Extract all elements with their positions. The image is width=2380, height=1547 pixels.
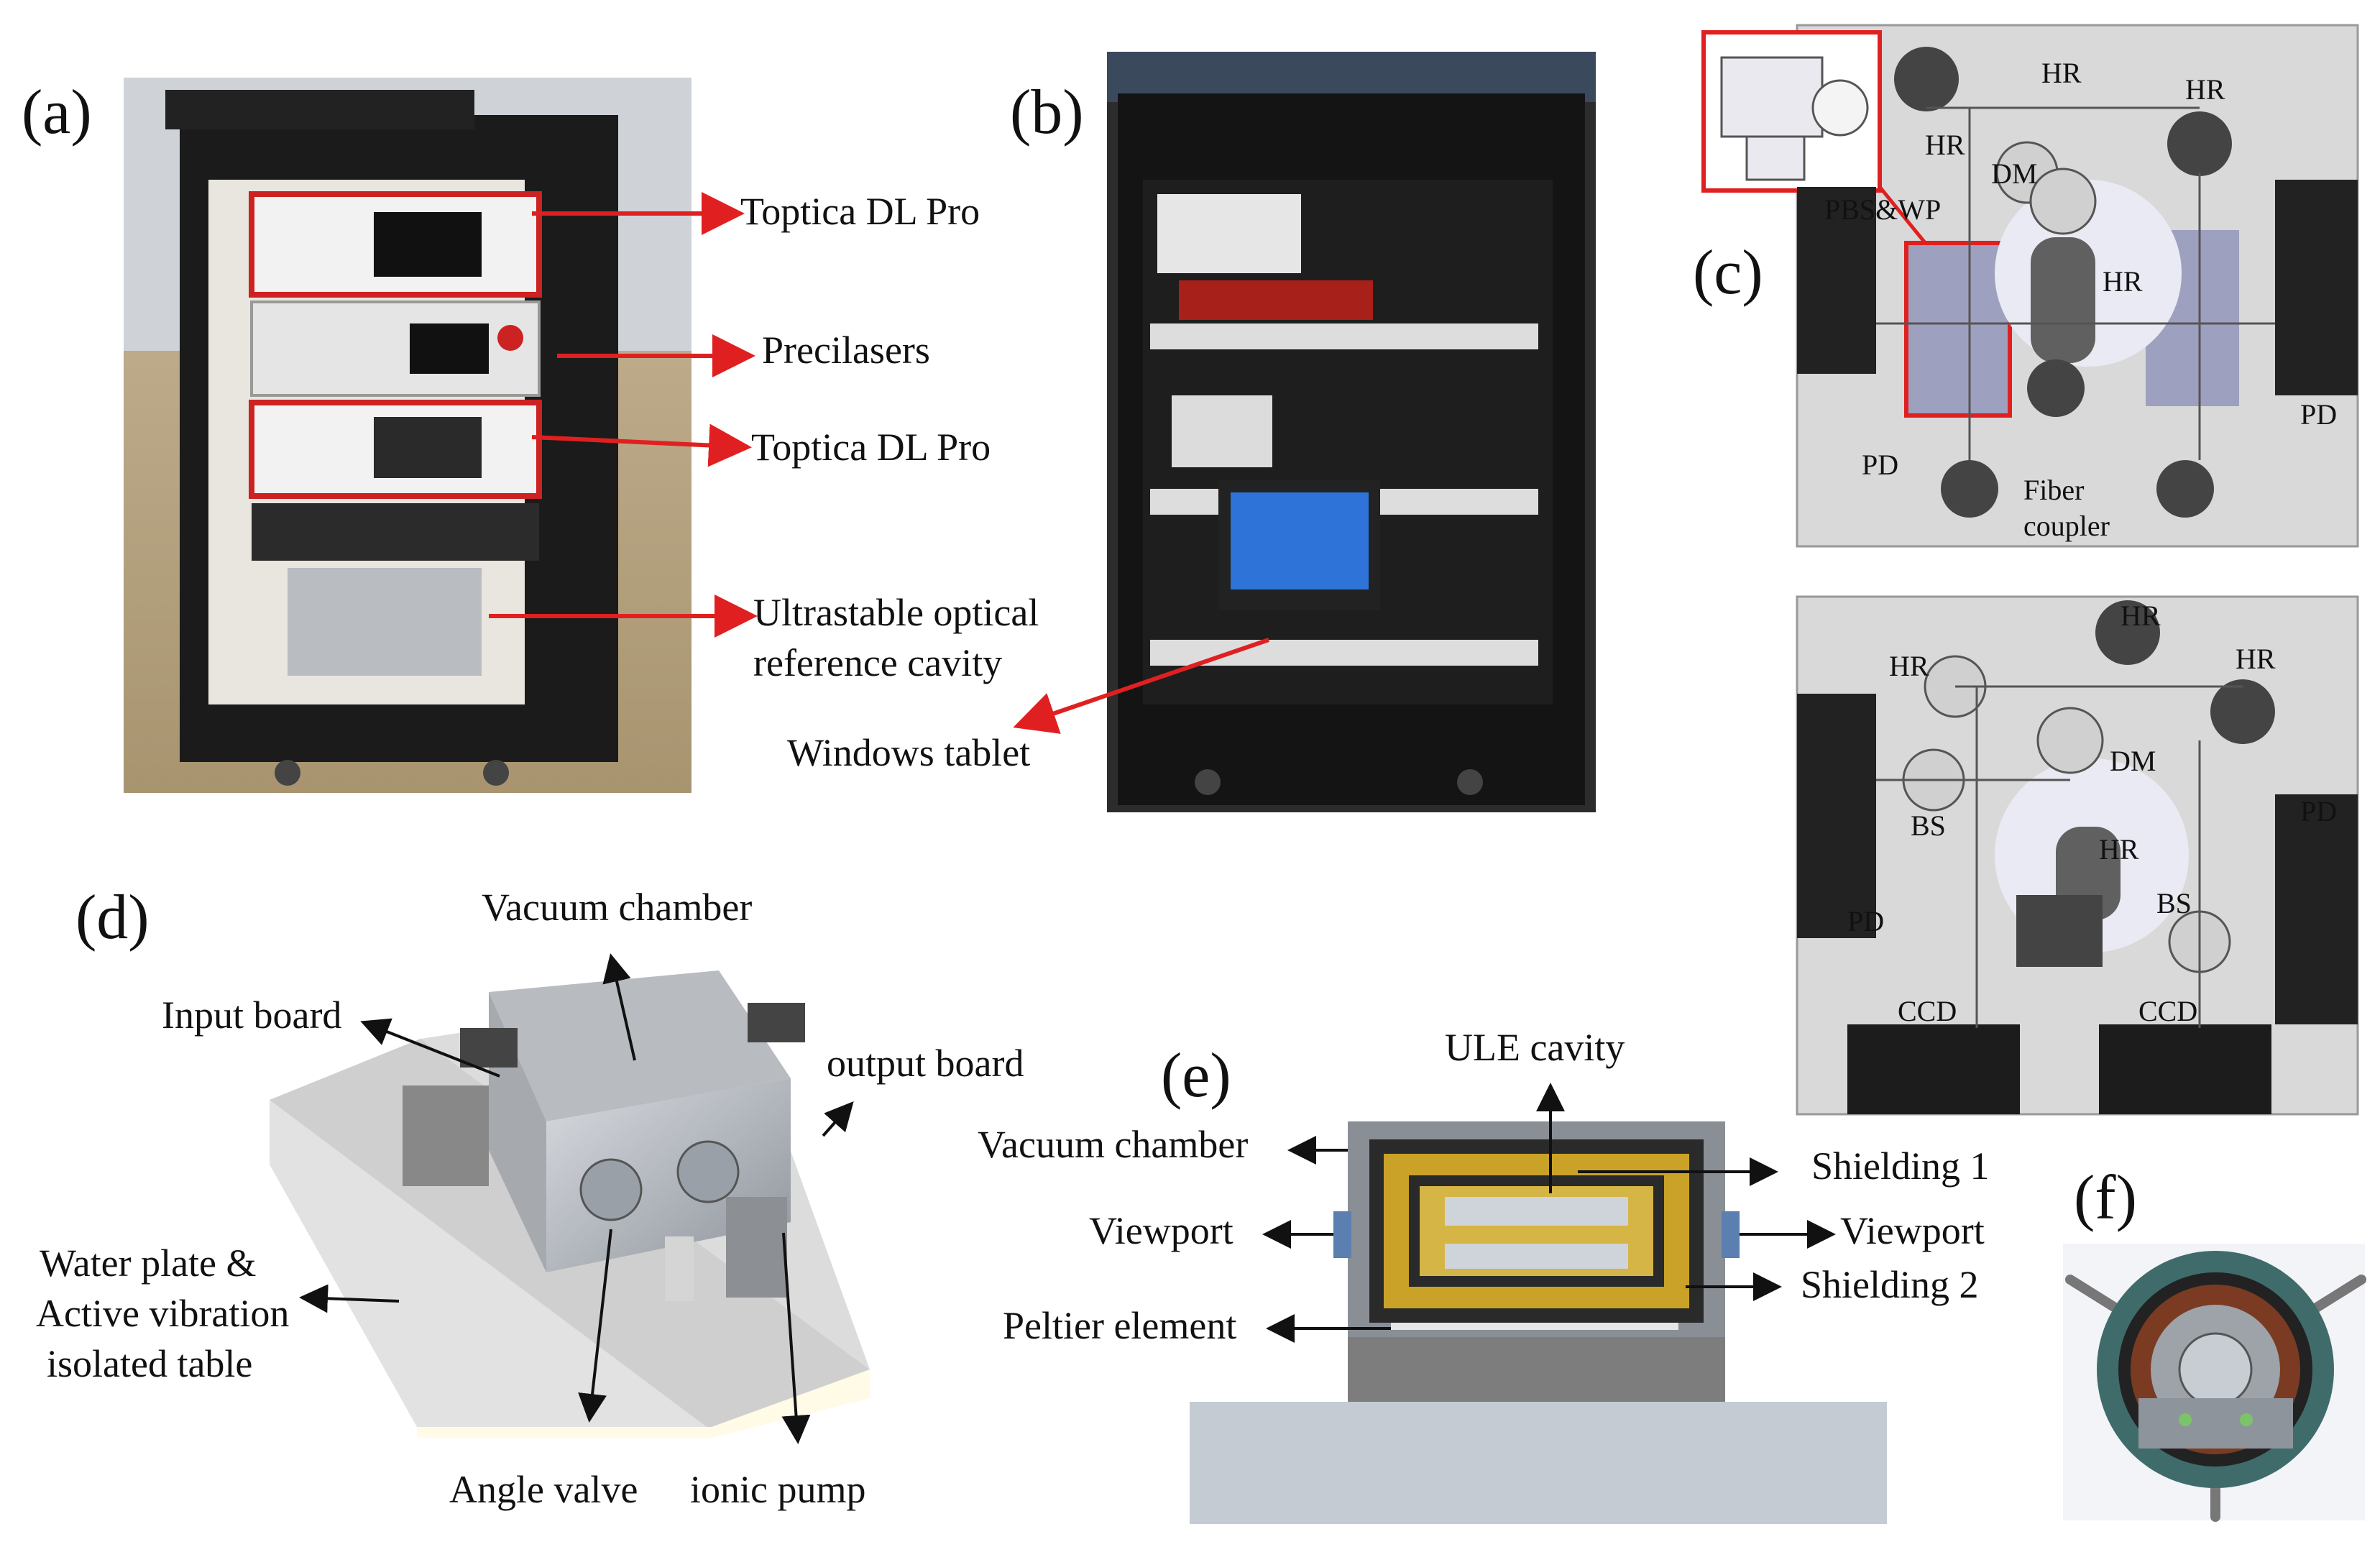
label-hr-top-1: HR xyxy=(2041,57,2082,89)
label-hr-top-3: HR xyxy=(2185,73,2225,106)
inset-connector xyxy=(1878,185,1928,246)
panel-b-photo xyxy=(1107,52,1596,812)
label-windows-tablet: Windows tablet xyxy=(787,731,1030,774)
pbs-wp-highlight xyxy=(1904,241,2012,418)
label-output-board: output board xyxy=(827,1042,1024,1085)
label-pd-bottom-left: PD xyxy=(1847,905,1884,937)
label-vacuum-chamber-e: Vacuum chamber xyxy=(978,1123,1248,1166)
label-hr-bottom-4: HR xyxy=(2099,833,2139,866)
label-shielding-2: Shielding 2 xyxy=(1801,1263,1979,1306)
panel-c-letter: (c) xyxy=(1693,238,1763,308)
label-ccd-left: CCD xyxy=(1898,995,1957,1027)
label-pd-bottom-right: PD xyxy=(2300,795,2337,827)
panel-f-render xyxy=(2063,1244,2366,1522)
label-ule-cavity: ULE cavity xyxy=(1445,1026,1625,1069)
label-ccd-right: CCD xyxy=(2138,995,2197,1027)
label-dm-top: DM xyxy=(1991,157,2037,190)
arrow-valve xyxy=(578,1229,612,1423)
label-viewport-left: Viewport xyxy=(1089,1209,1233,1252)
label-hr-bottom-3: HR xyxy=(2236,643,2276,675)
label-dm-bottom: DM xyxy=(2110,745,2156,777)
board-top xyxy=(1701,24,2359,548)
label-peltier: Peltier element xyxy=(1003,1304,1236,1347)
panel-e-section xyxy=(1190,1121,1887,1524)
board-bottom xyxy=(1796,595,2359,1116)
arrow-input xyxy=(360,1018,500,1078)
panel-f-letter: (f) xyxy=(2074,1163,2137,1233)
panel-e: (e) ULE cavity Vacuum chamber Shielding … xyxy=(978,1026,1990,1524)
panel-c: (c) HR HR H xyxy=(1693,24,2359,1116)
callout-arrow xyxy=(531,423,752,467)
panel-e-letter: (e) xyxy=(1161,1041,1231,1111)
panel-f: (f) xyxy=(2063,1163,2366,1522)
label-precilasers: Precilasers xyxy=(762,329,930,372)
arrow-vacuum xyxy=(602,953,636,1061)
panel-a-letter: (a) xyxy=(22,78,92,147)
label-vacuum-chamber-d: Vacuum chamber xyxy=(482,886,752,929)
panel-a-photo xyxy=(124,78,692,793)
label-toptica-1: Toptica DL Pro xyxy=(740,190,980,233)
label-cavity-line2: reference cavity xyxy=(753,641,1002,684)
panel-b: (b) Windows tablet xyxy=(787,52,1596,812)
panel-b-letter: (b) xyxy=(1010,78,1084,147)
label-hr-top-2: HR xyxy=(1925,129,1965,161)
label-hr-top-4: HR xyxy=(2103,265,2143,298)
label-water-plate-2: Active vibration xyxy=(36,1292,289,1335)
panel-d: (d) Vacuum chamber Input boa xyxy=(36,883,1024,1511)
arrow-output xyxy=(822,1101,854,1137)
label-water-plate-3: isolated table xyxy=(47,1342,252,1385)
label-ionic-pump: ionic pump xyxy=(690,1468,865,1511)
label-cavity-line1: Ultrastable optical xyxy=(753,591,1039,634)
label-viewport-right: Viewport xyxy=(1840,1209,1985,1252)
panel-d-letter: (d) xyxy=(75,883,150,952)
arrow-pump xyxy=(781,1232,811,1444)
label-coupler: coupler xyxy=(2023,510,2110,542)
callout-arrow xyxy=(1013,638,1269,734)
label-pbs-wp: PBS&WP xyxy=(1824,193,1941,226)
label-pd-top-right: PD xyxy=(2300,398,2337,431)
label-hr-bottom-1: HR xyxy=(2121,600,2161,632)
label-water-plate-1: Water plate & xyxy=(40,1241,257,1285)
label-shielding-1: Shielding 1 xyxy=(1811,1144,1990,1188)
arrow-water xyxy=(299,1284,400,1313)
label-fiber: Fiber xyxy=(2023,474,2084,506)
label-input-board: Input board xyxy=(162,993,341,1037)
label-bs-bottom-1: BS xyxy=(1911,809,1946,842)
label-bs-bottom-2: BS xyxy=(2156,887,2192,919)
label-pd-top-left: PD xyxy=(1862,449,1898,481)
panel-a: (a) Toptica DL Pro Precilasers xyxy=(22,78,1039,793)
label-angle-valve: Angle valve xyxy=(449,1468,638,1511)
label-toptica-2: Toptica DL Pro xyxy=(751,426,991,469)
panel-d-render xyxy=(270,970,870,1438)
label-hr-bottom-2: HR xyxy=(1889,650,1929,682)
